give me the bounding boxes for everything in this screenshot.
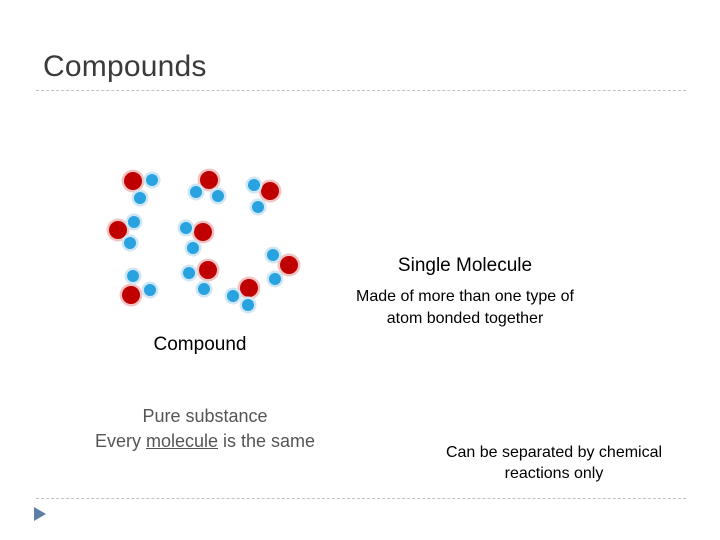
bottom-divider [36, 498, 686, 499]
single-molecule-title: Single Molecule [397, 255, 533, 276]
hydrogen-atom [127, 270, 139, 282]
oxygen-atom [199, 261, 217, 279]
oxygen-atom [240, 279, 258, 297]
hydrogen-atom [227, 290, 239, 302]
pure-substance-post: is the same [218, 431, 316, 451]
hydrogen-atom [183, 267, 195, 279]
hydrogen-atom [146, 174, 158, 186]
hydrogen-atom [269, 273, 281, 285]
oxygen-atom [194, 223, 212, 241]
oxygen-atom [280, 256, 298, 274]
hydrogen-atom [267, 249, 279, 261]
separated-line1: Can be separated by chemical [445, 444, 663, 461]
hydrogen-atom [242, 299, 254, 311]
single-molecule-desc-line1: Made of more than one type of [356, 288, 574, 305]
separated-text: Can be separated by chemical reactions o… [420, 442, 688, 484]
hydrogen-atom [248, 179, 260, 191]
pure-substance-line2: Every molecule is the same [60, 429, 350, 454]
pure-substance-text: Pure substance Every molecule is the sam… [60, 404, 350, 454]
oxygen-atom [200, 171, 218, 189]
separated-line2: reactions only [504, 465, 604, 482]
hydrogen-atom [180, 222, 192, 234]
molecule-underlined-word: molecule [145, 431, 218, 451]
triangle-bullet-icon [34, 507, 46, 521]
pure-substance-pre: Every [94, 431, 146, 451]
hydrogen-atom [198, 283, 210, 295]
hydrogen-atom [187, 242, 199, 254]
oxygen-atom [109, 221, 127, 239]
single-molecule-desc-line2: atom bonded together [386, 310, 544, 327]
hydrogen-atom [252, 201, 264, 213]
compound-label: Compound [153, 334, 247, 355]
top-divider [36, 90, 686, 91]
hydrogen-atom [190, 186, 202, 198]
hydrogen-atom [212, 190, 224, 202]
oxygen-atom [124, 172, 142, 190]
hydrogen-atom [128, 216, 140, 228]
slide-title: Compounds [43, 50, 207, 83]
pure-substance-line1: Pure substance [142, 406, 268, 426]
hydrogen-atom [144, 284, 156, 296]
oxygen-atom [122, 286, 140, 304]
oxygen-atom [261, 182, 279, 200]
hydrogen-atom [124, 237, 136, 249]
hydrogen-atom [134, 192, 146, 204]
single-molecule-description: Made of more than one type of atom bonde… [320, 286, 610, 330]
